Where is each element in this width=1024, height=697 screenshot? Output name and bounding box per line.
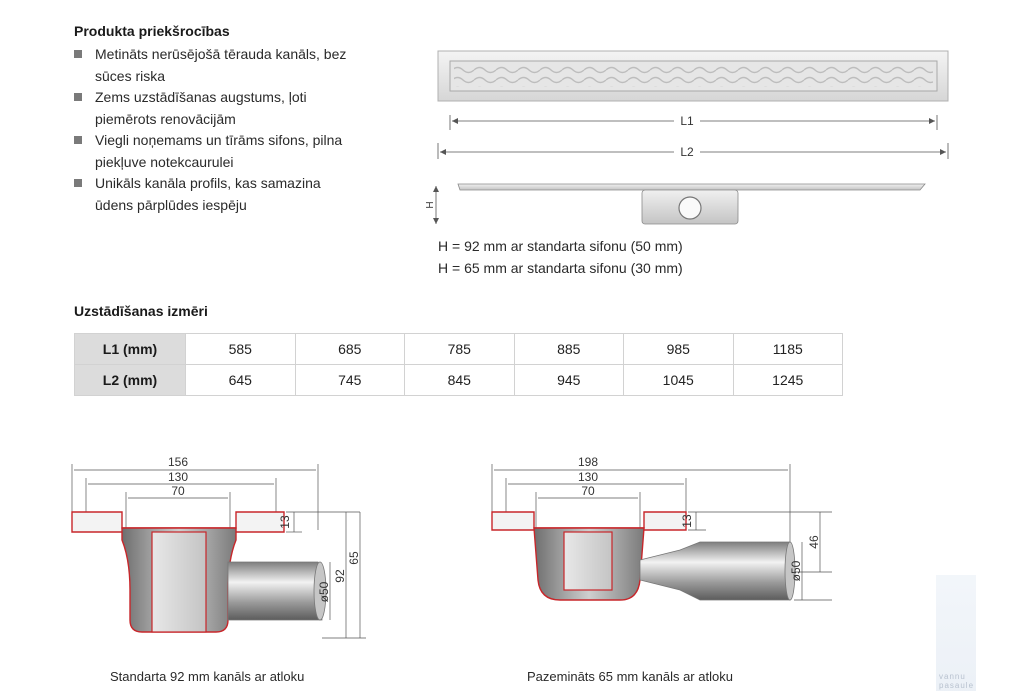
dim-inner: 130 bbox=[578, 470, 598, 484]
table-cell: 845 bbox=[404, 364, 515, 396]
table-cell: 885 bbox=[513, 333, 624, 365]
square-bullet-icon bbox=[74, 136, 82, 144]
table-row: L2 (mm) 645 745 845 945 1045 1245 bbox=[74, 364, 843, 396]
advantages-title: Produkta priekšrocības bbox=[74, 23, 230, 39]
installation-dimensions-table: L1 (mm) 585 685 785 885 985 1185 L2 (mm)… bbox=[74, 333, 843, 396]
l2-label: L2 bbox=[680, 145, 694, 159]
dim-pipe: ø50 bbox=[789, 560, 803, 581]
square-bullet-icon bbox=[74, 50, 82, 58]
table-row: L1 (mm) 585 685 785 885 985 1185 bbox=[74, 333, 843, 365]
dim-pipe: ø50 bbox=[317, 581, 331, 602]
lowered-drain-cross-section: 198 130 70 13 ø50 46 bbox=[491, 455, 832, 601]
table-cell: 1045 bbox=[623, 364, 734, 396]
dim-neck: 70 bbox=[171, 484, 185, 498]
dim-depth: 13 bbox=[278, 515, 292, 529]
standard-drain-caption: Standarta 92 mm kanāls ar atloku bbox=[110, 669, 305, 684]
dim-outlet: 46 bbox=[807, 535, 821, 549]
dim-outlet: 65 bbox=[347, 551, 361, 565]
h-label: H bbox=[425, 201, 436, 208]
table-cell: 685 bbox=[294, 333, 405, 365]
dim-total: 156 bbox=[168, 455, 188, 469]
standard-drain-cross-section: 156 130 70 13 ø50 92 65 bbox=[71, 455, 366, 639]
table-cell: 945 bbox=[513, 364, 624, 396]
l1-label: L1 bbox=[680, 114, 694, 128]
dim-depth: 13 bbox=[680, 514, 694, 528]
table-cell: 1185 bbox=[732, 333, 843, 365]
row-header: L1 (mm) bbox=[74, 333, 186, 365]
lowered-drain-caption: Pazemināts 65 mm kanāls ar atloku bbox=[527, 669, 733, 684]
height-note: H = 92 mm ar standarta sifonu (50 mm) bbox=[438, 238, 683, 254]
channel-side-view: H bbox=[425, 183, 926, 225]
dim-height: 92 bbox=[333, 569, 347, 583]
table-cell: 985 bbox=[623, 333, 734, 365]
table-cell: 645 bbox=[185, 364, 296, 396]
square-bullet-icon bbox=[74, 179, 82, 187]
channel-top-view: L1 L2 bbox=[437, 50, 949, 159]
dim-total: 198 bbox=[578, 455, 598, 469]
dim-inner: 130 bbox=[168, 470, 188, 484]
table-cell: 745 bbox=[294, 364, 405, 396]
table-cell: 785 bbox=[404, 333, 515, 365]
installation-title: Uzstādīšanas izmēri bbox=[74, 303, 208, 319]
square-bullet-icon bbox=[74, 93, 82, 101]
row-header: L2 (mm) bbox=[74, 364, 186, 396]
height-note: H = 65 mm ar standarta sifonu (30 mm) bbox=[438, 260, 683, 276]
dim-neck: 70 bbox=[581, 484, 595, 498]
table-cell: 1245 bbox=[732, 364, 843, 396]
table-cell: 585 bbox=[185, 333, 296, 365]
watermark-logo bbox=[936, 575, 976, 691]
